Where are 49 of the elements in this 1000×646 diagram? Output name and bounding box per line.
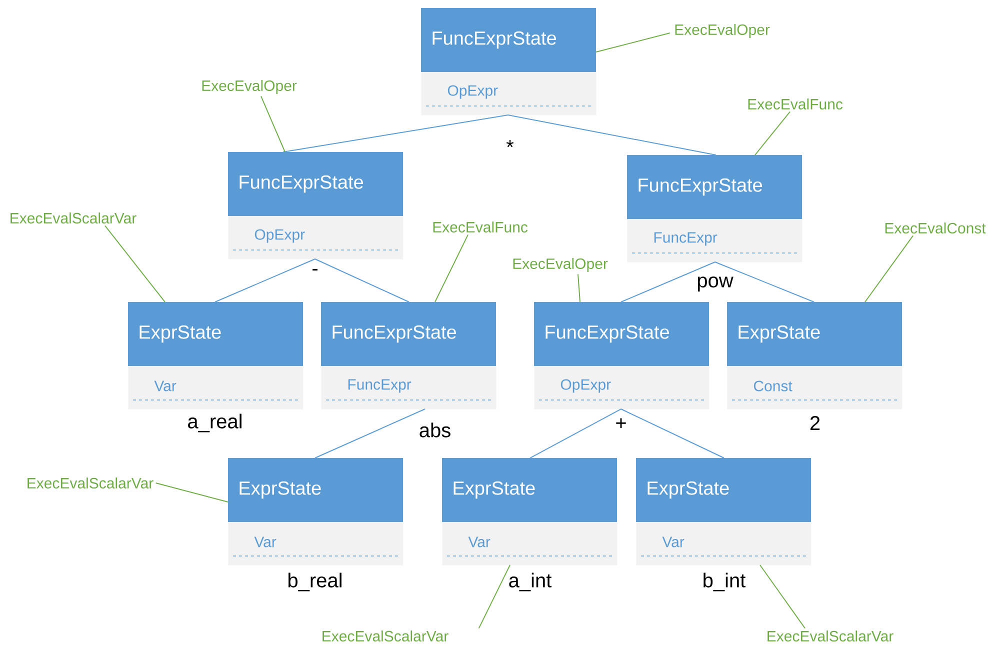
callout-text: ExecEvalConst	[885, 222, 986, 234]
tree-line	[314, 258, 410, 302]
state-box: ExprState Var	[636, 458, 812, 566]
leader-line	[155, 482, 228, 502]
callout-text: ExecEvalOper	[513, 258, 608, 272]
leader-line	[260, 96, 286, 152]
callout-text: ExecEvalScalarVar	[768, 630, 894, 642]
tree-line	[214, 258, 316, 302]
tree-line	[314, 408, 426, 458]
annotation-text: *	[506, 140, 514, 148]
annotation-text: -	[312, 268, 318, 271]
state-box: ExprState Const	[727, 302, 902, 410]
state-box: FuncExprState OpExpr	[228, 152, 404, 260]
leader-line	[596, 32, 670, 52]
leader-line	[104, 225, 166, 302]
state-box: ExprState Var	[228, 458, 404, 566]
annotation-text: abs	[420, 422, 450, 438]
leader-line	[864, 235, 914, 302]
callout-text: ExecEvalScalarVar	[10, 212, 136, 224]
state-box: FuncExprState OpExpr	[421, 8, 596, 116]
state-box: FuncExprState FuncExpr	[627, 155, 802, 262]
tree-line	[508, 114, 716, 156]
callout-text: ExecEvalFunc	[433, 222, 528, 232]
leader-line	[760, 564, 806, 629]
tree-line	[620, 408, 724, 458]
leader-line	[434, 234, 468, 302]
state-box: ExprState Var	[442, 458, 618, 566]
annotation-text: a_real	[188, 414, 242, 432]
state-box: FuncExprState FuncExpr	[321, 302, 496, 410]
callout-text: ExecEvalFunc	[748, 98, 843, 110]
leader-line	[578, 274, 580, 302]
leader-line	[754, 111, 790, 156]
state-box: ExprState Var	[128, 302, 304, 410]
annotation-text: b_int	[704, 572, 746, 592]
annotation-text: b_real	[288, 572, 342, 592]
leader-line	[478, 564, 510, 629]
tree-line	[620, 262, 716, 302]
tree-line	[530, 408, 622, 458]
annotation-text: 2	[810, 416, 820, 430]
annotation-text: a_int	[509, 572, 552, 592]
tree-line	[282, 114, 508, 152]
annotation-text: +	[616, 418, 626, 428]
tree-line	[714, 262, 814, 302]
state-box: FuncExprState OpExpr	[534, 302, 710, 410]
callout-text: ExecEvalOper	[675, 24, 770, 38]
callout-text: ExecEvalScalarVar	[28, 478, 154, 488]
annotation-text: pow	[698, 276, 734, 292]
callout-text: ExecEvalOper	[202, 80, 297, 94]
callout-text: ExecEvalScalarVar	[322, 630, 448, 642]
